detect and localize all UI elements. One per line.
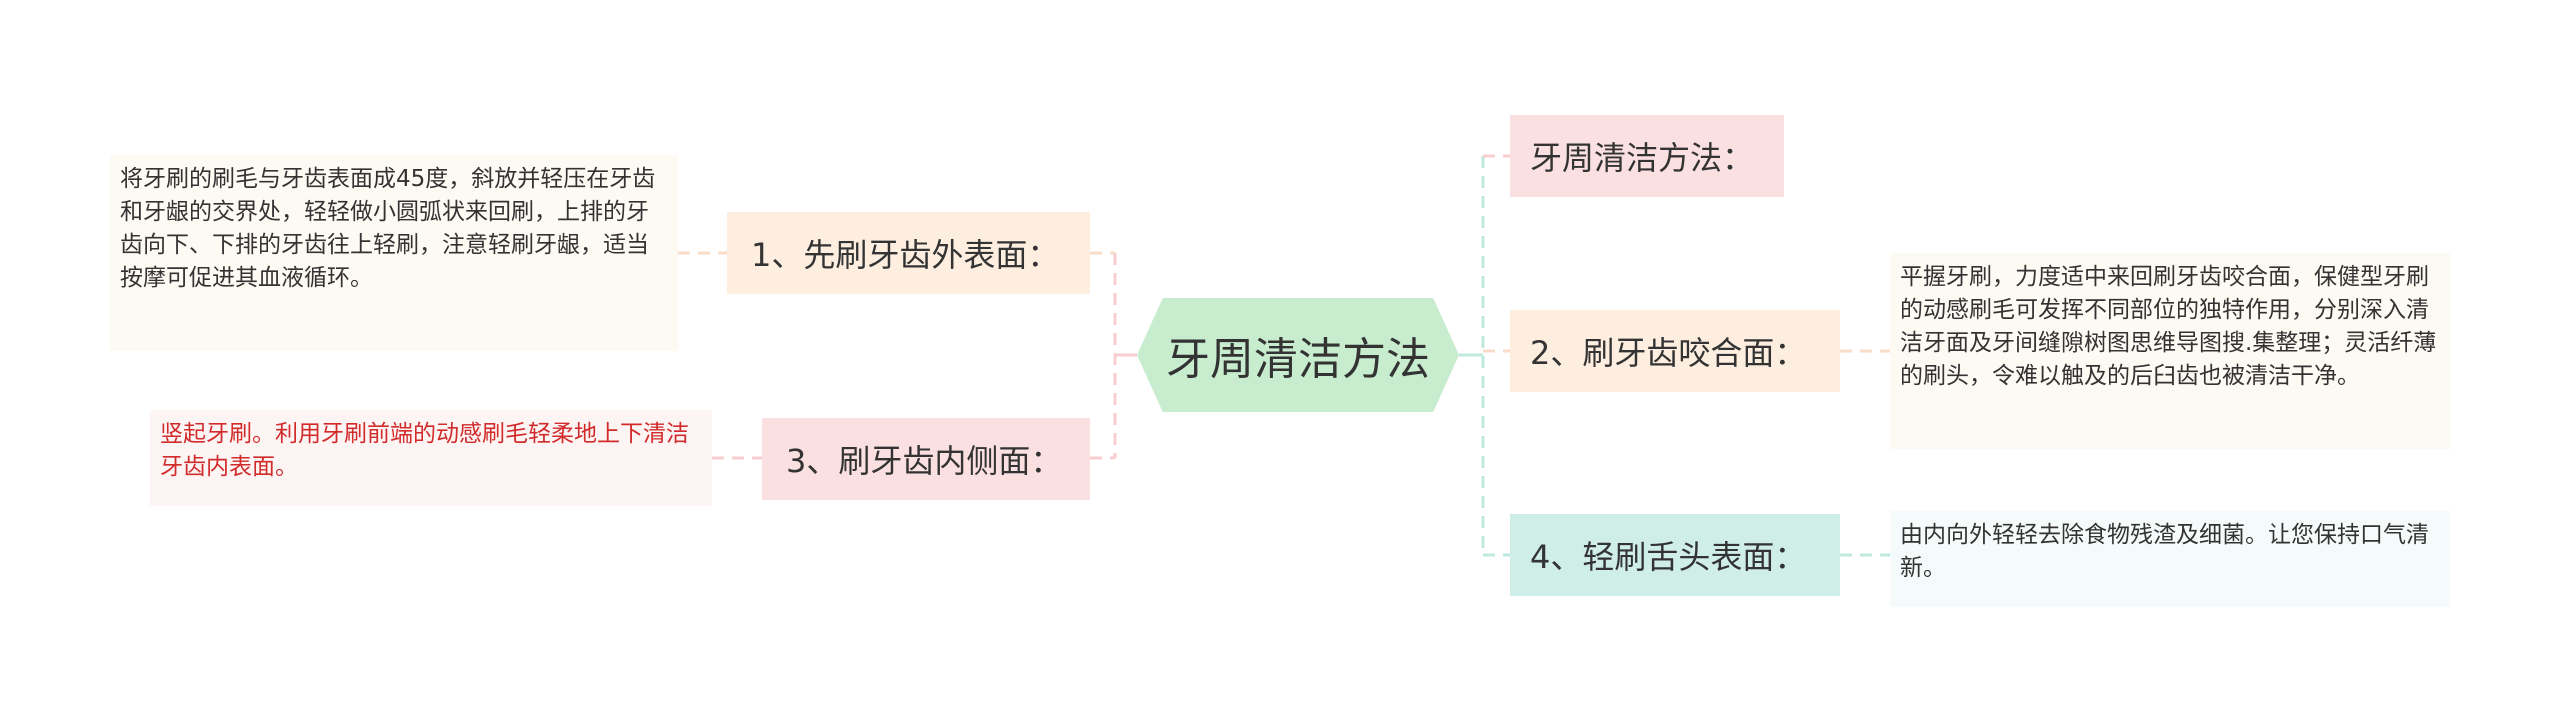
central-topic-label: 牙周清洁方法	[1166, 334, 1430, 385]
branch-tongue-surface[interactable]: 4、轻刷舌头表面：	[1510, 514, 1840, 596]
branch-chewing-surface[interactable]: 2、刷牙齿咬合面：	[1510, 310, 1840, 392]
leaf-text: 将牙刷的刷毛与牙齿表面成45度，斜放并轻压在牙齿和牙龈的交界处，轻轻做小圆弧状来…	[120, 166, 656, 291]
central-topic[interactable]: 牙周清洁方法	[1137, 298, 1459, 412]
branch-gum-cleaning[interactable]: 牙周清洁方法：	[1510, 115, 1784, 197]
leaf-inner-surface-detail[interactable]: 竖起牙刷。利用牙刷前端的动感刷毛轻柔地上下清洁牙齿内表面。	[150, 410, 712, 506]
branch-inner-surface[interactable]: 3、刷牙齿内侧面：	[762, 418, 1090, 500]
branch-outer-surface[interactable]: 1、先刷牙齿外表面：	[727, 212, 1090, 294]
branch-label: 2、刷牙齿咬合面：	[1530, 334, 1807, 372]
branch-label: 3、刷牙齿内侧面：	[786, 442, 1063, 480]
branch-label: 1、先刷牙齿外表面：	[751, 236, 1060, 274]
leaf-text: 由内向外轻轻去除食物残渣及细菌。让您保持口气清新。	[1900, 522, 2429, 581]
leaf-chewing-surface-detail[interactable]: 平握牙刷，力度适中来回刷牙齿咬合面，保健型牙刷的动感刷毛可发挥不同部位的独特作用…	[1890, 253, 2450, 449]
branch-label: 牙周清洁方法：	[1530, 139, 1755, 177]
leaf-tongue-surface-detail[interactable]: 由内向外轻轻去除食物残渣及细菌。让您保持口气清新。	[1890, 511, 2450, 607]
leaf-text: 竖起牙刷。利用牙刷前端的动感刷毛轻柔地上下清洁牙齿内表面。	[160, 421, 689, 480]
branch-label: 4、轻刷舌头表面：	[1530, 538, 1807, 576]
leaf-outer-surface-detail[interactable]: 将牙刷的刷毛与牙齿表面成45度，斜放并轻压在牙齿和牙龈的交界处，轻轻做小圆弧状来…	[110, 155, 678, 351]
leaf-text: 平握牙刷，力度适中来回刷牙齿咬合面，保健型牙刷的动感刷毛可发挥不同部位的独特作用…	[1900, 264, 2437, 389]
